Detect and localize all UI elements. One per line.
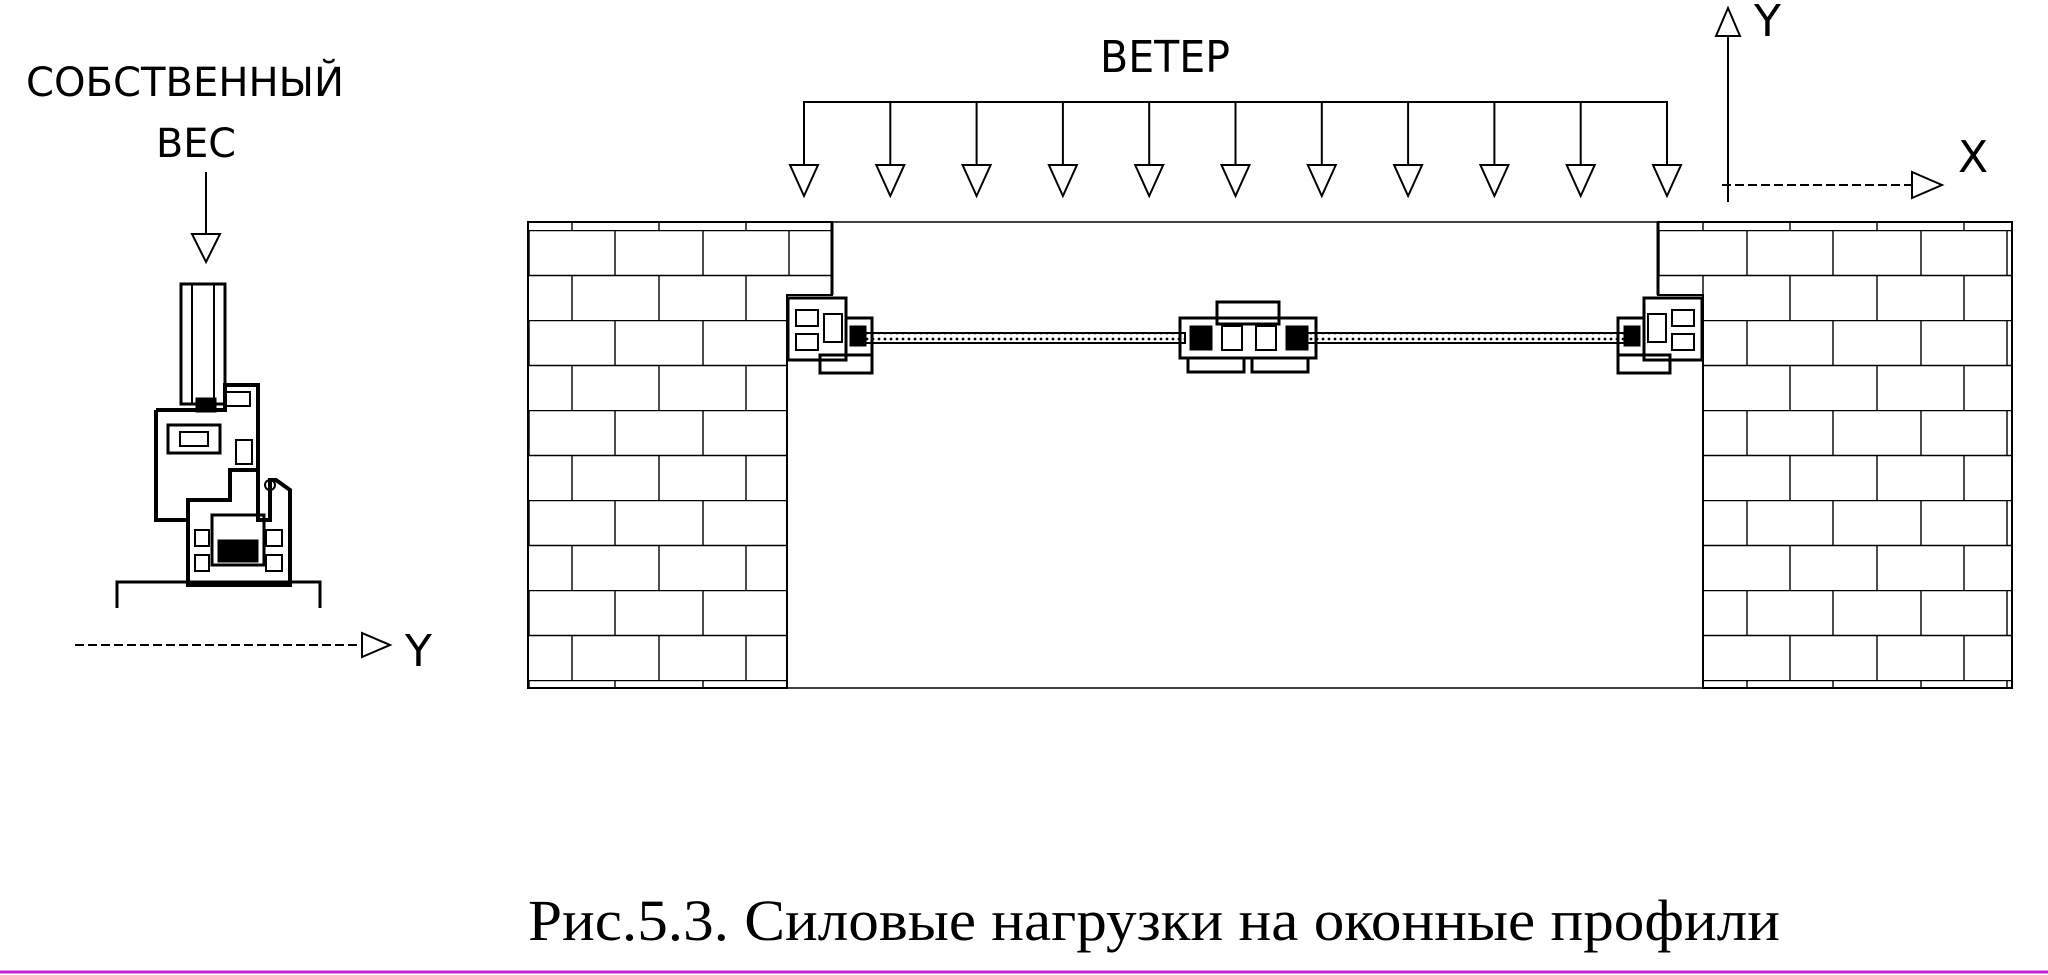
wind-arrow (1047, 102, 1079, 199)
own-weight-label-line1: СОБСТВЕННЫЙ (26, 58, 344, 106)
axis-y-left (75, 631, 393, 659)
wind-arrow (1478, 102, 1510, 199)
brick-wall-right (1656, 221, 2013, 689)
wind-arrow (1651, 102, 1683, 199)
axis-y-right-label: Y (1753, 0, 1781, 47)
wind-arrow (874, 102, 906, 199)
axes-xy-right (1714, 5, 1945, 202)
figure-caption: Рис.5.3. Силовые нагрузки на оконные про… (528, 888, 1780, 953)
axis-x-right-label: X (1958, 132, 1988, 183)
window-profile-vertical (115, 282, 322, 608)
own-weight-arrow (190, 172, 222, 265)
window-profile-center (1178, 300, 1318, 374)
wind-arrow (961, 102, 993, 199)
wind-label: ВЕТЕР (1100, 32, 1230, 83)
wind-load-arrows (788, 101, 1683, 199)
wind-arrow (1219, 102, 1252, 199)
wind-arrow (1392, 102, 1424, 199)
own-weight-label-line2: ВЕС (156, 121, 236, 167)
own-weight-section: СОБСТВЕННЫЙ ВЕС (26, 58, 432, 677)
axis-y-left-label: Y (404, 626, 432, 677)
wind-arrow (1565, 102, 1597, 199)
window-profile-left (786, 296, 874, 375)
window-profile-right (1616, 296, 1704, 375)
wind-section: ВЕТЕР Y X (527, 0, 2013, 689)
wind-arrow (788, 102, 820, 199)
brick-wall-left (527, 221, 834, 689)
wind-arrow (1133, 102, 1165, 199)
wind-arrow (1306, 102, 1338, 199)
